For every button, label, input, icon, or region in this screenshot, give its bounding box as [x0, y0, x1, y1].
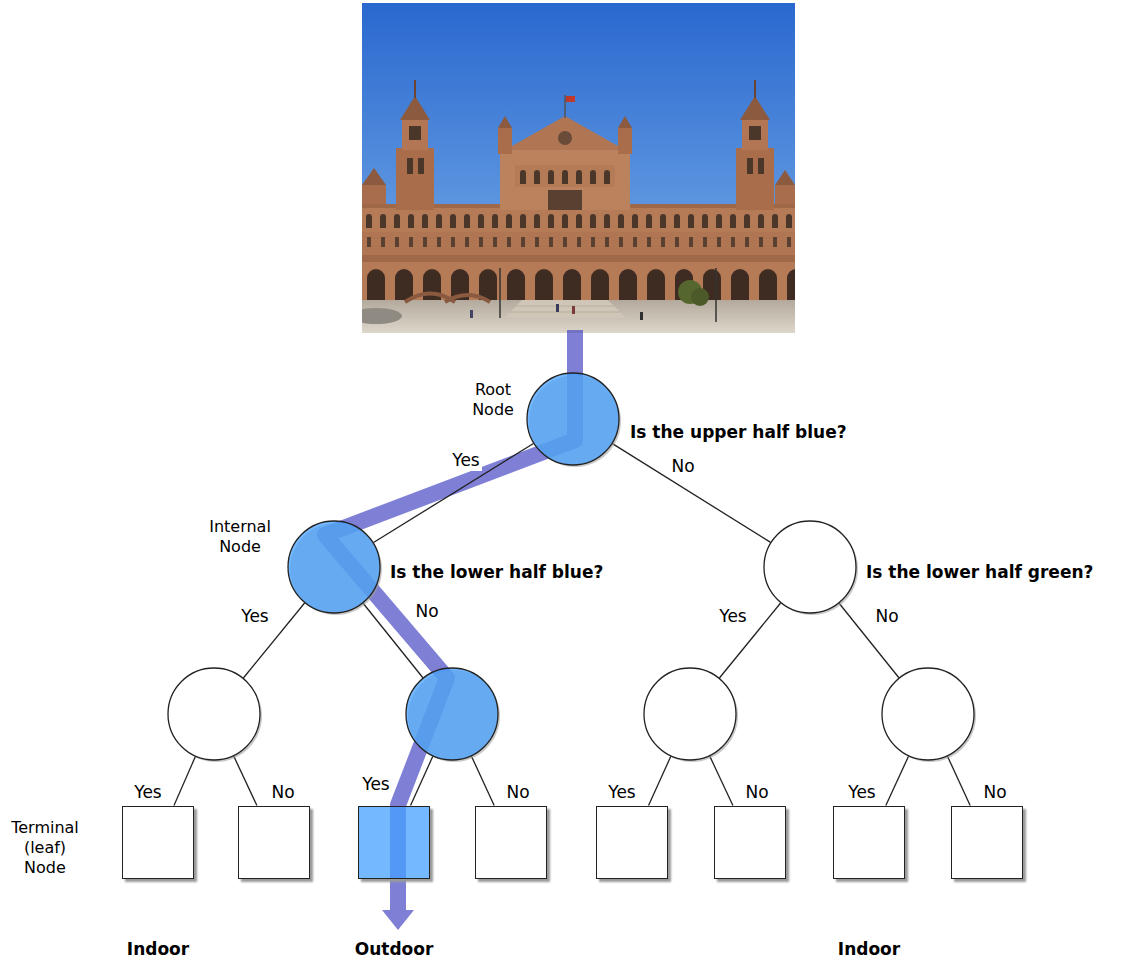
leaf-node	[596, 806, 668, 879]
tree-branch	[886, 756, 909, 805]
tree-branch	[612, 444, 770, 543]
node-circle	[405, 667, 499, 761]
tree-branch	[649, 756, 671, 805]
node-circle	[643, 667, 737, 761]
decision-node	[405, 667, 499, 761]
decision-node	[643, 667, 737, 761]
node-circle	[167, 667, 261, 761]
branch-label: Yes	[360, 775, 391, 795]
branch-label: Yes	[846, 783, 877, 803]
decision-node	[167, 667, 261, 761]
leaf-node: Outdoor	[358, 806, 430, 879]
leaf-node	[475, 806, 547, 879]
branch-label: No	[743, 783, 770, 803]
tree-branch	[234, 756, 257, 805]
branch-label: Yes	[606, 783, 637, 803]
question-text: Is the upper half blue?	[630, 422, 847, 442]
node-circle	[287, 520, 381, 614]
leaf-node	[951, 806, 1023, 879]
tree-branch	[374, 443, 534, 542]
class-label: Indoor	[838, 939, 900, 959]
node-type-label: Terminal (leaf) Node	[11, 818, 79, 878]
branch-label: No	[669, 457, 696, 477]
leaf-node	[714, 806, 786, 879]
branch-label: Yes	[717, 607, 748, 627]
leaf-node: Indoor	[833, 806, 905, 879]
node-circle	[526, 372, 620, 466]
decision-node: Is the upper half blue?	[526, 372, 620, 466]
tree-branch	[471, 756, 494, 805]
decision-node: Is the lower half green?	[763, 520, 857, 614]
branch-label: Yes	[450, 451, 481, 471]
node-circle	[763, 520, 857, 614]
branch-label: Yes	[239, 607, 270, 627]
question-text: Is the lower half blue?	[390, 562, 603, 582]
tree-branch	[174, 757, 195, 806]
branch-label: No	[873, 607, 900, 627]
tree-branch	[947, 756, 970, 805]
decision-node: Is the lower half blue?	[287, 520, 381, 614]
branch-label: No	[413, 602, 440, 622]
class-label: Indoor	[127, 939, 189, 959]
node-type-label: Root Node	[472, 380, 514, 420]
branch-label: No	[269, 783, 296, 803]
leaf-node: Indoor	[122, 806, 194, 879]
branch-label: Yes	[132, 783, 163, 803]
node-type-label: Internal Node	[209, 517, 271, 557]
branch-label: No	[504, 783, 531, 803]
class-label: Outdoor	[355, 939, 434, 959]
question-text: Is the lower half green?	[866, 562, 1093, 582]
tree-branch	[411, 756, 433, 805]
decision-node	[881, 667, 975, 761]
tree-branch	[710, 756, 733, 805]
leaf-node	[238, 806, 310, 879]
node-circle	[881, 667, 975, 761]
branch-label: No	[981, 783, 1008, 803]
